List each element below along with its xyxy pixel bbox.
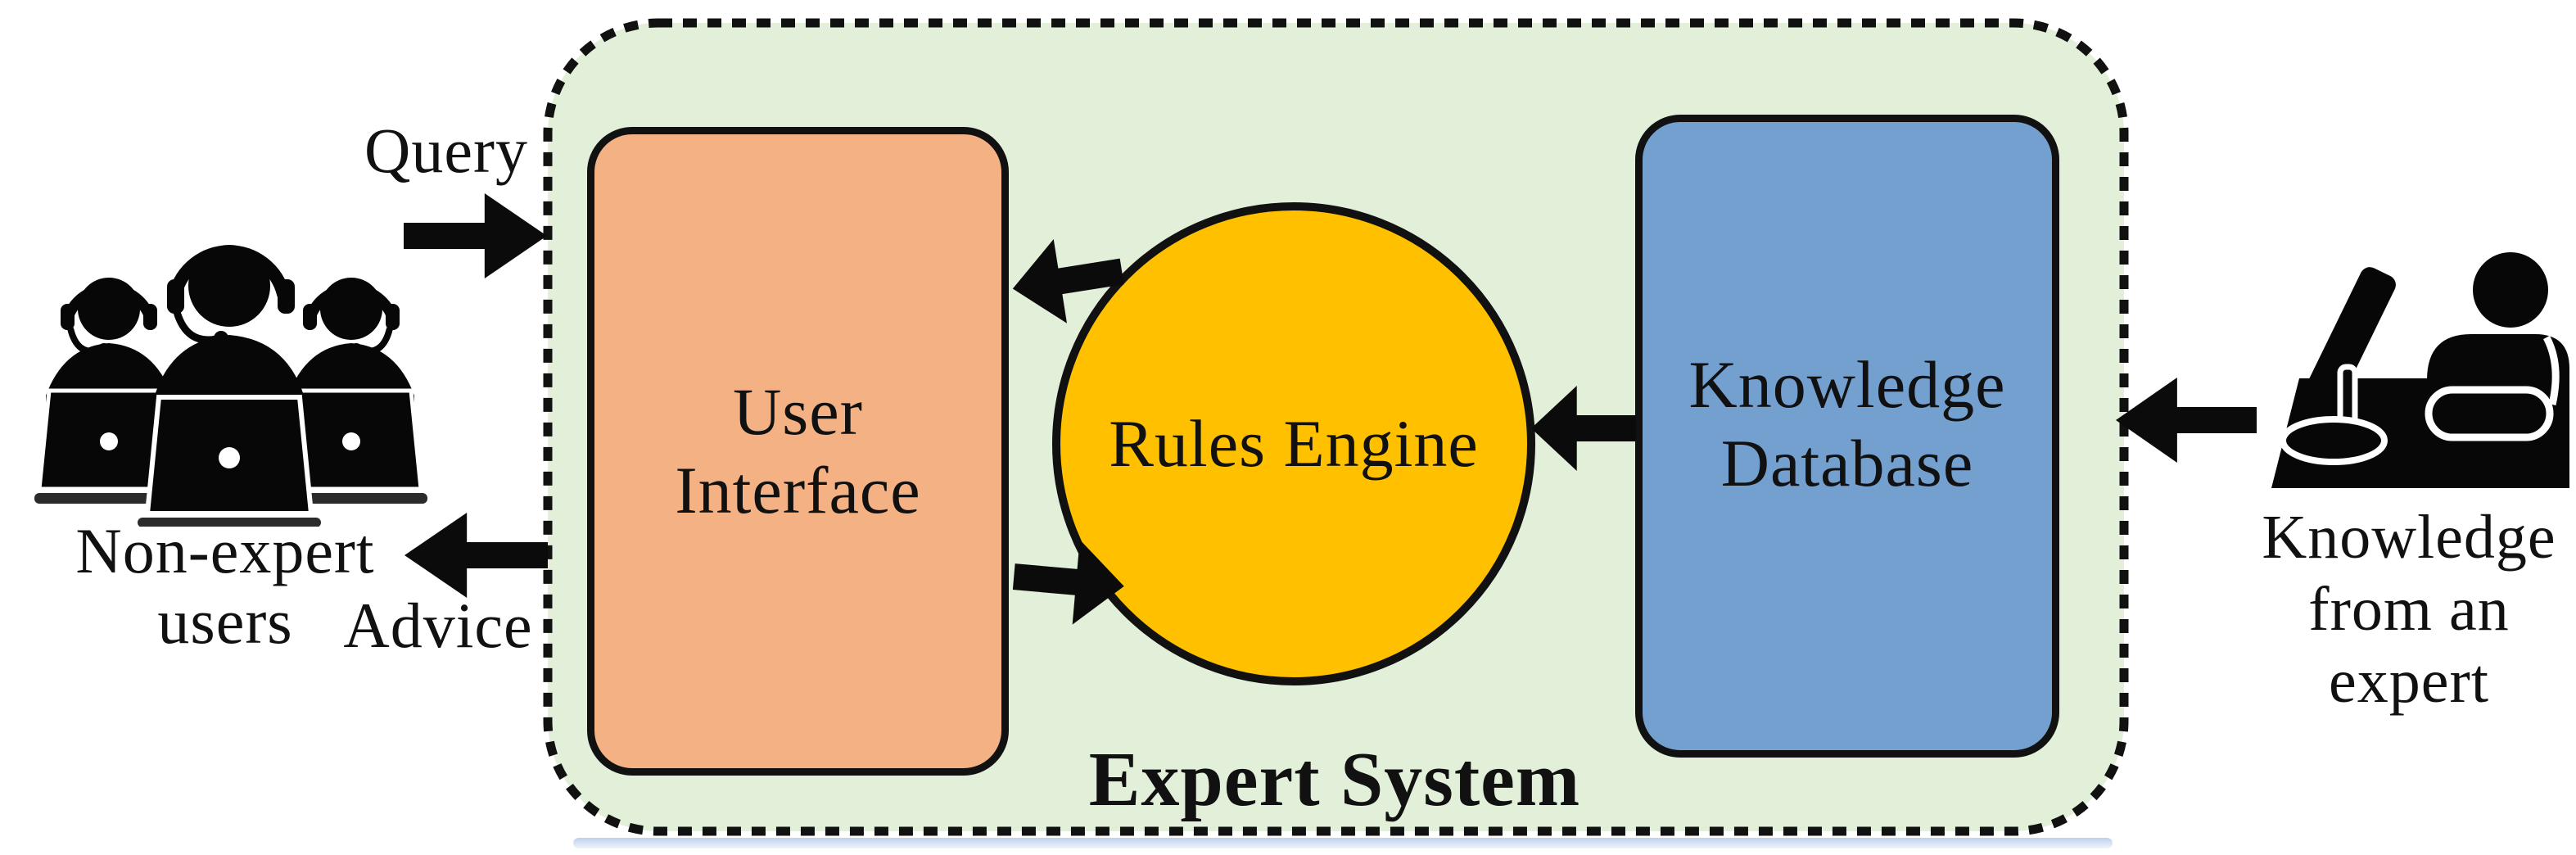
rules-engine-label: Rules Engine xyxy=(1109,406,1479,481)
expert-label-line3: expert xyxy=(2329,647,2489,716)
monitor-base xyxy=(2280,416,2388,465)
expert-system-title: Expert System xyxy=(1088,737,1581,822)
person-at-computer-icon xyxy=(2271,252,2569,488)
expert-elbow-outline xyxy=(2542,335,2560,406)
non-expert-users-label: Non-expert users xyxy=(33,516,418,657)
expert-arm xyxy=(2425,386,2554,441)
laptop-left xyxy=(34,388,183,504)
expert-label-line2: from an xyxy=(2308,575,2510,644)
expert-label-line1: Knowledge xyxy=(2262,503,2556,572)
call-center-agents-icon xyxy=(34,245,427,527)
non-expert-users-label-line1: Non-expert xyxy=(75,515,375,586)
non-expert-users-label-line2: users xyxy=(157,586,293,657)
laptop-right xyxy=(278,388,427,504)
query-arrow xyxy=(404,193,547,278)
query-label: Query xyxy=(364,115,528,186)
user-interface-label-line2: Interface xyxy=(675,453,921,527)
laptop-center xyxy=(138,395,321,527)
knowledge-database-label-line2: Database xyxy=(1720,425,1974,500)
node-knowledge-database: Knowledge Database xyxy=(1635,115,2059,758)
advice-label: Advice xyxy=(343,590,533,661)
node-user-interface: User Interface xyxy=(587,127,1009,776)
expert-head xyxy=(2473,252,2548,328)
node-rules-engine: Rules Engine xyxy=(1052,202,1535,685)
bottom-shadow-artifact xyxy=(573,838,2113,848)
advice-arrow xyxy=(404,513,548,598)
expert-to-system-arrow xyxy=(2116,378,2257,463)
knowledge-database-to-rules-engine-arrow xyxy=(1531,386,1636,471)
knowledge-database-label-line1: Knowledge xyxy=(1688,346,2006,422)
user-interface-to-rules-engine-arrow xyxy=(1012,539,1124,625)
expert-label: Knowledge from an expert xyxy=(2244,501,2574,717)
user-interface-label-line1: User xyxy=(733,374,863,449)
rules-engine-to-user-interface-arrow xyxy=(1012,239,1124,323)
